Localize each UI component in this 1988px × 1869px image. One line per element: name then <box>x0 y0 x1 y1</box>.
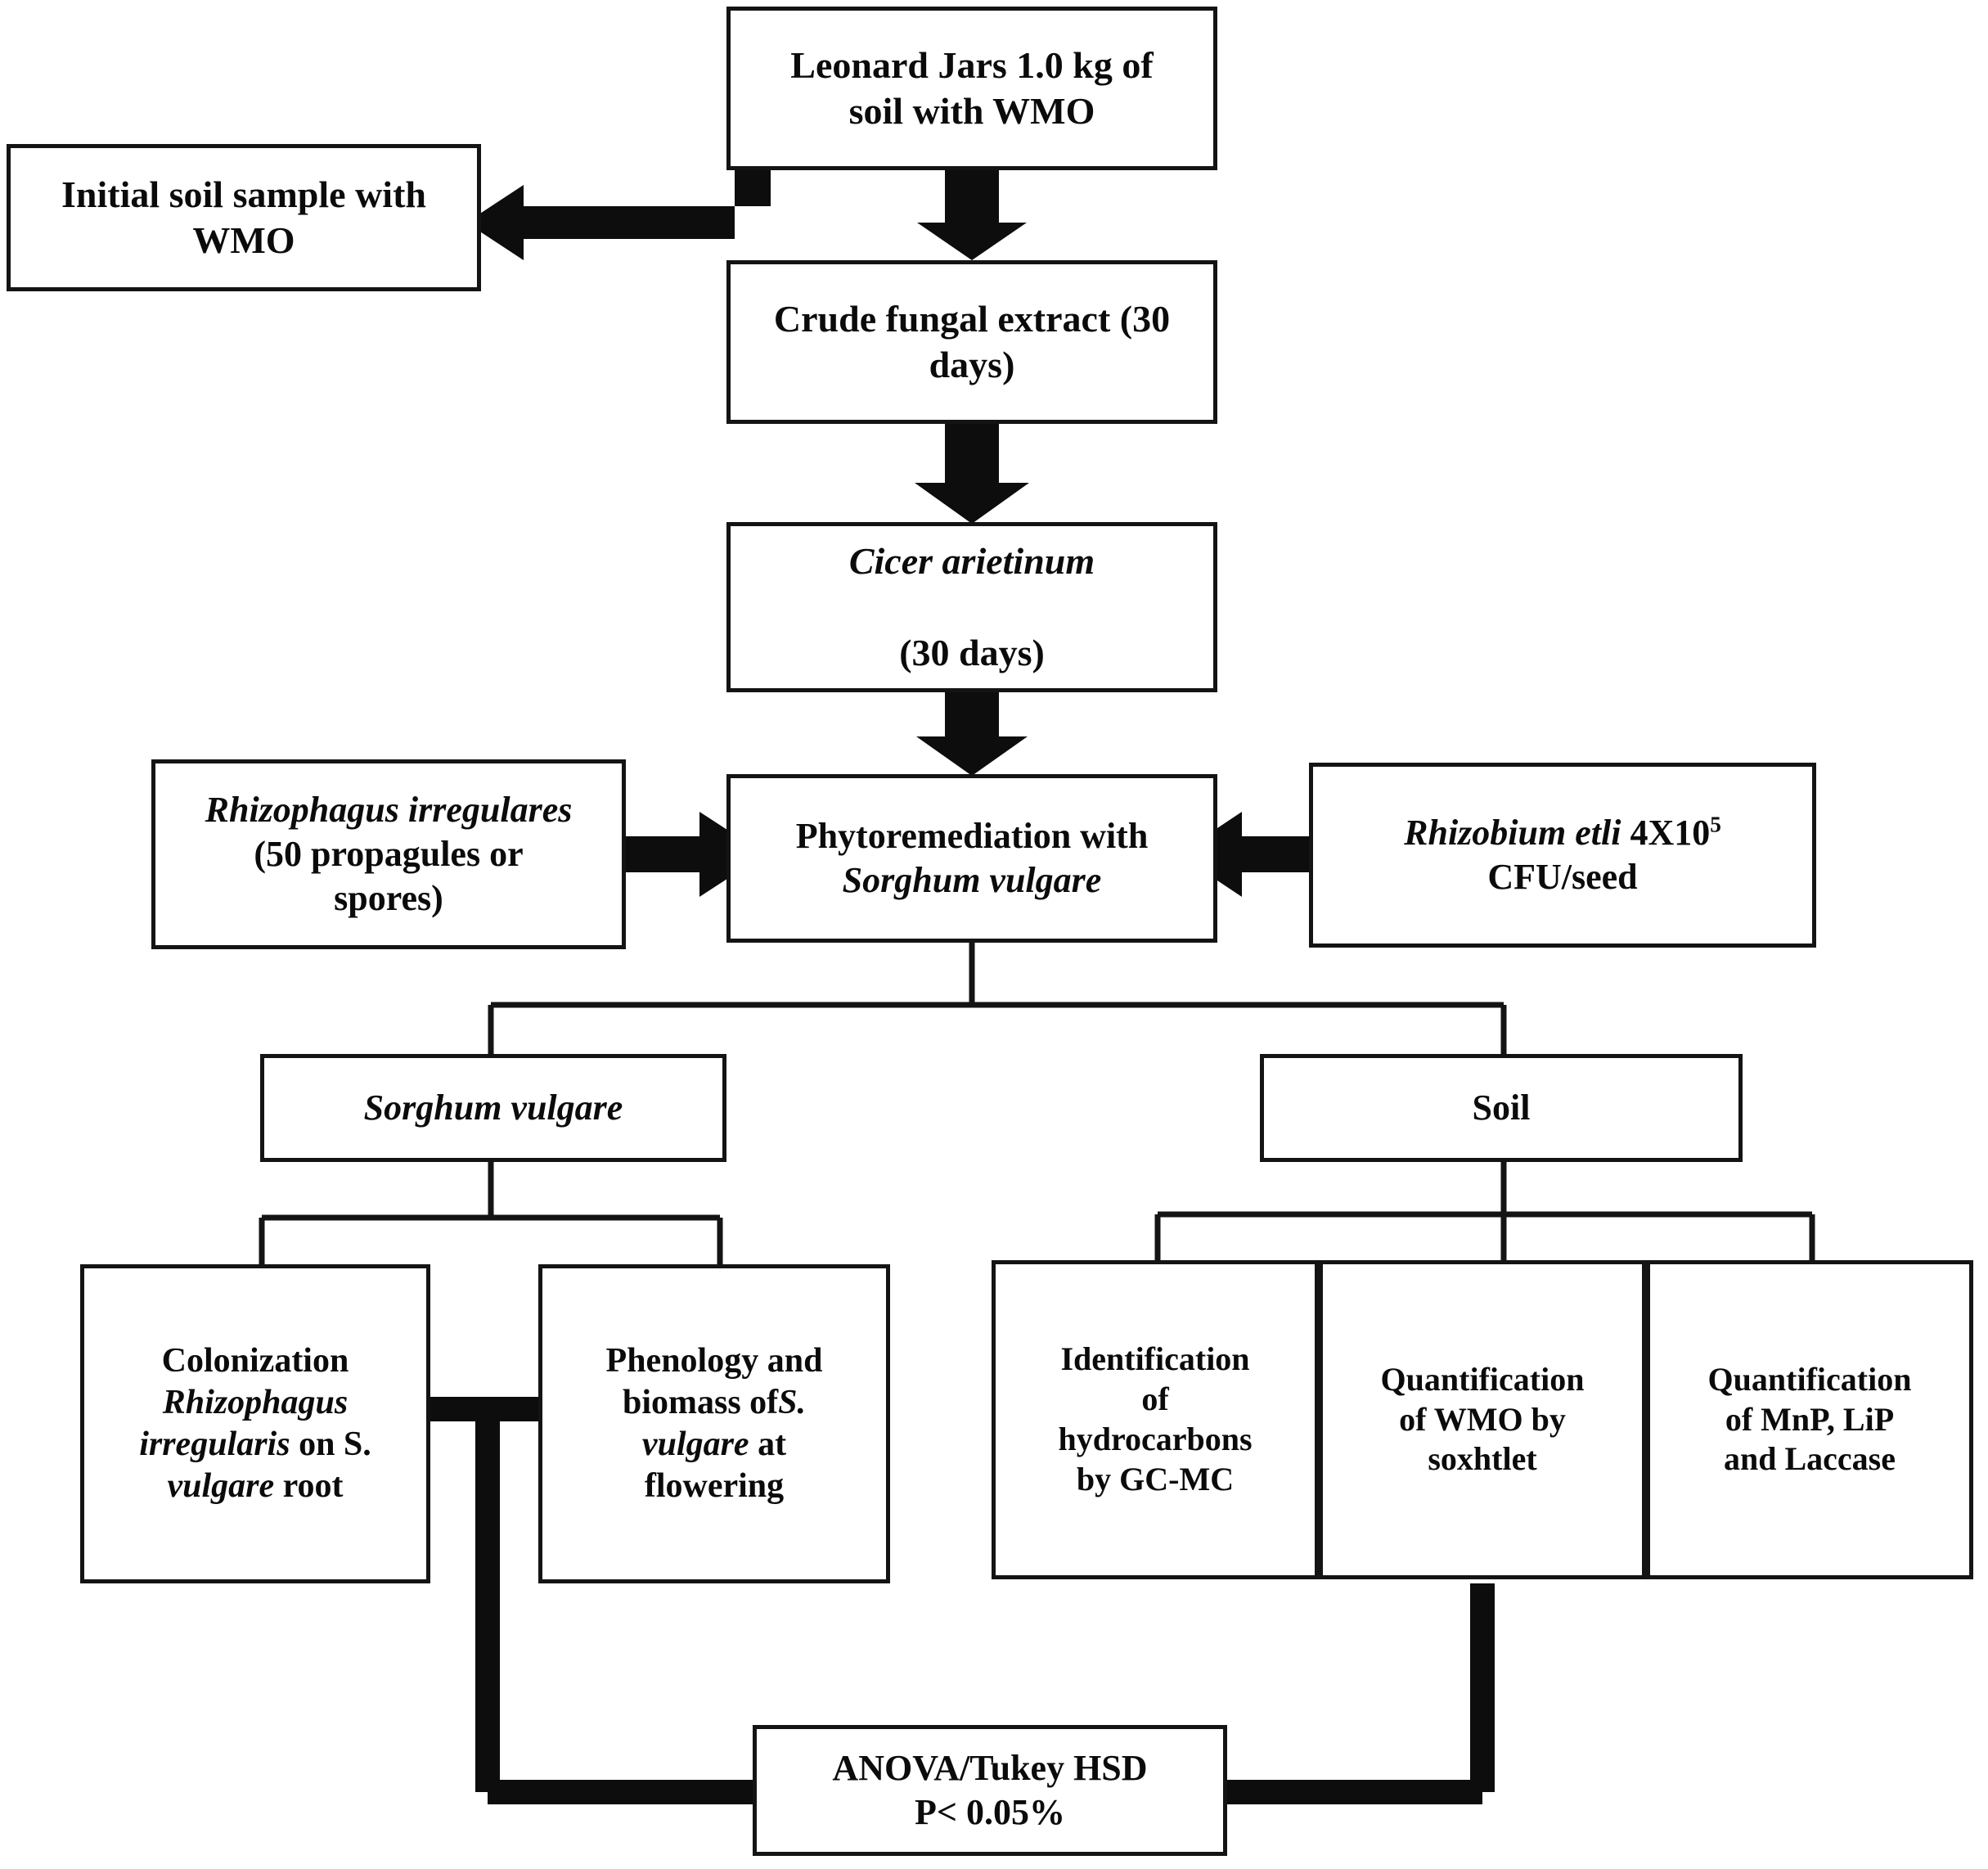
node-sorghum-vulgare[interactable]: Sorghum vulgare <box>260 1054 726 1162</box>
connector-crude-to-cicer-icon <box>915 424 1029 524</box>
node-soil[interactable]: Soil <box>1260 1054 1743 1162</box>
connector-soil-to-anova-icon <box>1219 1583 1495 1804</box>
connector-leonard-to-initial-soil-icon <box>466 170 771 260</box>
connector-soil-split-icon <box>1154 1162 1815 1260</box>
node-soil-label: Soil <box>1472 1088 1531 1128</box>
node-cicer-arietinum[interactable]: Cicer arietinum(30 days) <box>726 522 1217 692</box>
node-sorghum-vulgare-label: Sorghum vulgare <box>363 1088 623 1128</box>
connector-leonard-to-crude-icon <box>917 170 1027 260</box>
connector-phyto-split-icon <box>488 943 1507 1054</box>
node-rhizophagus-irregulares[interactable]: Rhizophagus irregulares(50 propagules or… <box>151 759 626 949</box>
connector-cicer-to-phyto-icon <box>916 692 1028 776</box>
connector-plant-to-anova-icon <box>425 1397 761 1804</box>
node-rhizophagus-irregulares-label: Rhizophagus irregulares(50 propagules or… <box>205 790 573 918</box>
connector-sorghum-split-icon <box>259 1162 723 1264</box>
node-cicer-arietinum-label: Cicer arietinum(30 days) <box>848 539 1095 674</box>
